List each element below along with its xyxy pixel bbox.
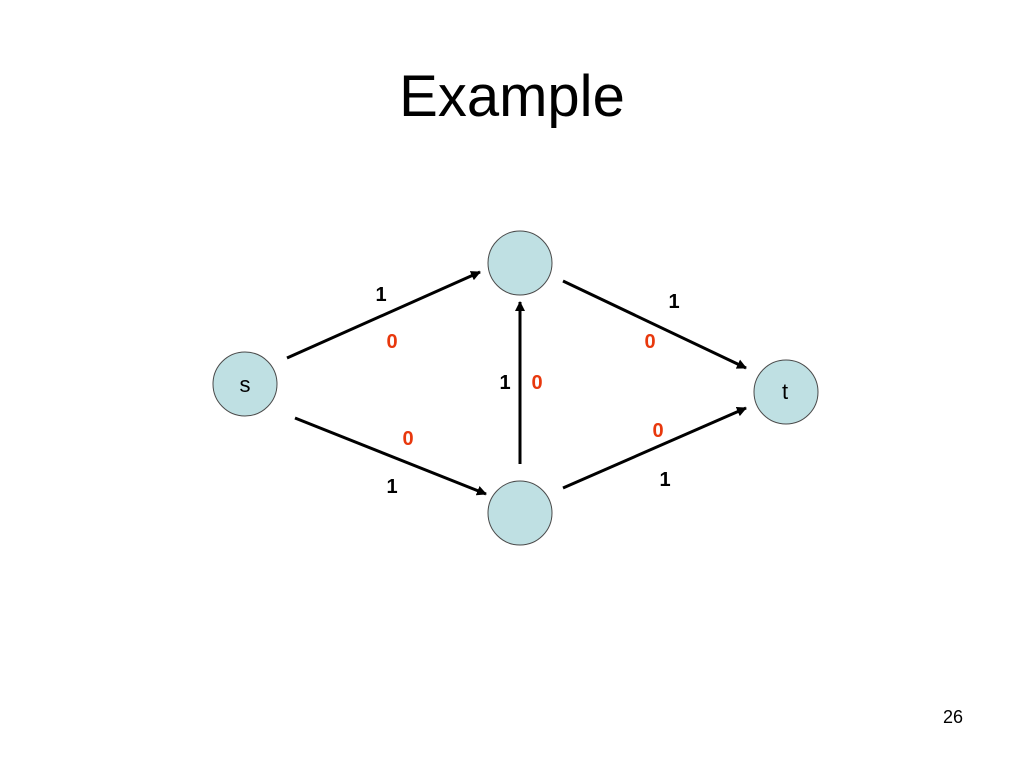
- node-s-label: s: [240, 372, 251, 397]
- capacity-label-top-t: 1: [668, 291, 679, 313]
- node-t: t: [753, 359, 819, 425]
- edge-top-to-t: [562, 279, 747, 370]
- flow-label-bottom-top: 0: [531, 372, 542, 394]
- node-bottom: [487, 480, 553, 546]
- node-top: [487, 230, 553, 296]
- slide-title: Example: [399, 64, 625, 129]
- capacity-label-bottom-t: 1: [659, 469, 670, 491]
- edge-s-to-top: [286, 270, 481, 360]
- page-number: 26: [942, 707, 963, 727]
- edge-bottom-to-t: [562, 406, 747, 490]
- flow-label-top-t: 0: [644, 331, 655, 353]
- node-s: s: [212, 351, 278, 417]
- edge-s-to-bottom: [294, 416, 487, 496]
- flow-label-s-bottom: 0: [402, 428, 413, 450]
- flow-label-bottom-t: 0: [652, 420, 663, 442]
- capacity-label-s-bottom: 1: [386, 476, 397, 498]
- capacity-label-bottom-top: 1: [499, 372, 510, 394]
- capacity-label-s-top: 1: [375, 284, 386, 306]
- flow-label-s-top: 0: [386, 331, 397, 353]
- node-t-label: t: [782, 379, 788, 404]
